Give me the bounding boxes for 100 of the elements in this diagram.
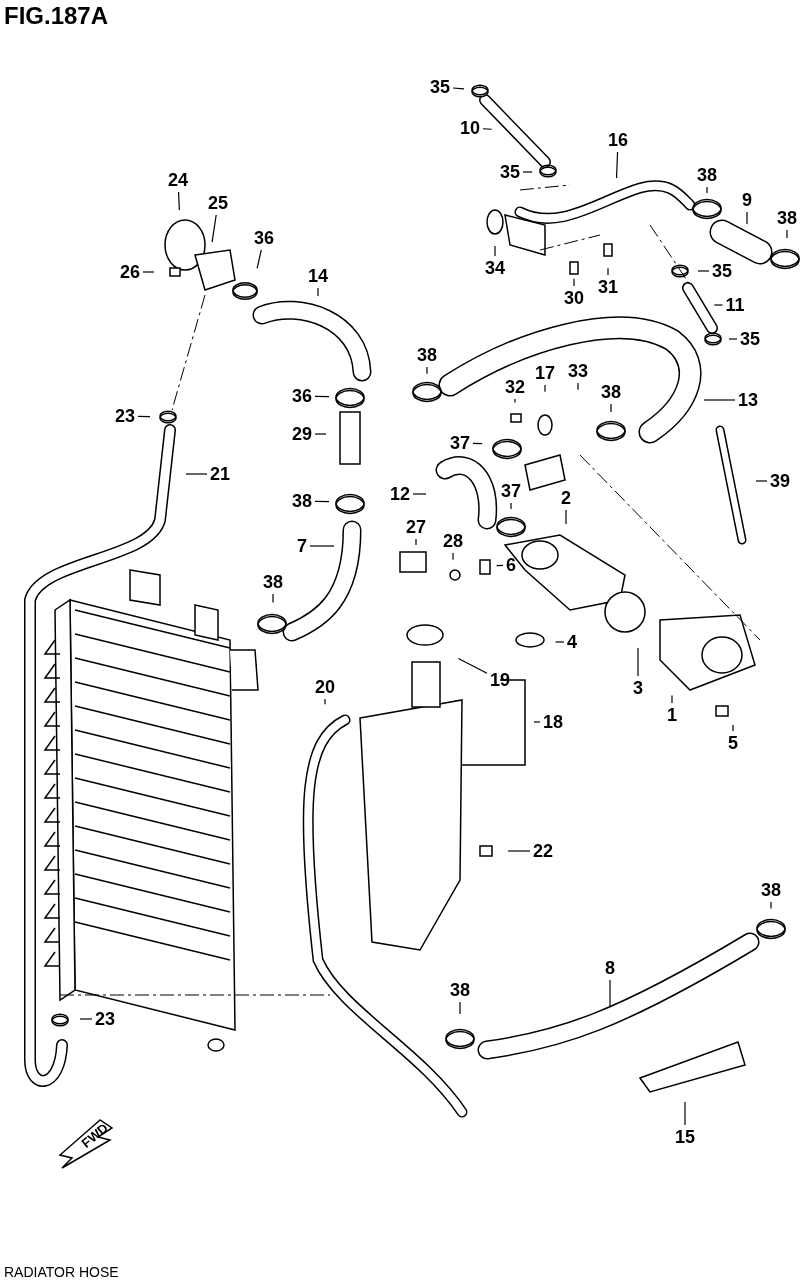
leader-line	[573, 278, 575, 287]
leader-line	[637, 647, 639, 677]
callout-number: 38	[601, 383, 621, 401]
leader-line	[142, 271, 155, 273]
callout-number: 18	[543, 713, 563, 731]
callout-number: 13	[738, 391, 758, 409]
leader-line	[555, 641, 565, 643]
leader-line	[507, 850, 531, 852]
callout-number: 38	[292, 492, 312, 510]
leader-line	[79, 1018, 93, 1020]
leader-line	[713, 304, 724, 306]
callout-number: 8	[605, 959, 615, 977]
leader-line	[565, 509, 567, 525]
leader-line	[317, 287, 319, 297]
leader-line	[577, 382, 579, 391]
leader-line	[786, 229, 788, 239]
leader-line	[482, 128, 493, 130]
leader-line	[137, 415, 151, 418]
leader-line	[494, 245, 496, 257]
leader-line	[256, 249, 262, 269]
leader-line	[615, 151, 619, 179]
leader-line	[514, 398, 516, 404]
leader-line	[728, 338, 738, 340]
leader-line	[457, 657, 488, 674]
callout-number: 33	[568, 362, 588, 380]
callout-number: 12	[390, 485, 410, 503]
leader-line	[770, 901, 772, 909]
callout-number: 28	[443, 532, 463, 550]
callout-number: 1	[667, 706, 677, 724]
callout-number: 35	[740, 330, 760, 348]
figure-caption: RADIATOR HOSE	[4, 1264, 119, 1280]
callout-number: 17	[535, 364, 555, 382]
leader-line	[472, 442, 483, 445]
leader-line	[703, 399, 736, 401]
figure-title: FIG.187A	[4, 2, 109, 30]
leader-line	[272, 593, 274, 603]
leader-line	[185, 473, 208, 475]
leader-line	[496, 564, 504, 567]
leader-line	[324, 698, 326, 705]
callout-number: 7	[297, 537, 307, 555]
callout-number: 15	[675, 1128, 695, 1146]
callout-number: 10	[460, 119, 480, 137]
leader-line	[309, 545, 335, 547]
callout-number: 35	[712, 262, 732, 280]
leader-line	[177, 191, 180, 211]
leader-line	[452, 552, 454, 561]
leader-line	[452, 87, 465, 90]
callout-number: 34	[485, 259, 505, 277]
callout-number: 23	[95, 1010, 115, 1028]
leader-line	[697, 270, 710, 272]
leader-line	[671, 694, 673, 704]
leader-line	[314, 395, 330, 398]
callout-number: 35	[500, 163, 520, 181]
callout-number: 21	[210, 465, 230, 483]
callout-number: 35	[430, 78, 450, 96]
leader-line	[544, 384, 546, 393]
callout-number: 29	[292, 425, 312, 443]
leader-line	[732, 724, 734, 732]
leader-line	[510, 502, 512, 510]
callout-number: 5	[728, 734, 738, 752]
callout-number: 25	[208, 194, 228, 212]
leader-line	[314, 433, 327, 435]
callout-number: 36	[292, 387, 312, 405]
callout-number: 38	[761, 881, 781, 899]
leader-line	[755, 480, 768, 482]
callout-number: 31	[598, 278, 618, 296]
callout-number: 6	[506, 556, 516, 574]
callout-number: 38	[263, 573, 283, 591]
leader-line	[706, 186, 708, 194]
leader-line	[314, 500, 330, 503]
callout-number: 38	[417, 346, 437, 364]
callout-number: 30	[564, 289, 584, 307]
leader-line	[607, 267, 609, 276]
callout-number: 4	[567, 633, 577, 651]
callout-number: 26	[120, 263, 140, 281]
leader-line	[211, 214, 217, 243]
callout-number: 38	[777, 209, 797, 227]
callout-number: 20	[315, 678, 335, 696]
callout-number: 32	[505, 378, 525, 396]
leader-line	[609, 979, 611, 1007]
callout-number: 16	[608, 131, 628, 149]
leader-line	[522, 171, 533, 173]
leader-line	[746, 211, 748, 225]
leader-line	[610, 403, 612, 413]
leader-line	[415, 538, 417, 546]
callout-number: 9	[742, 191, 752, 209]
callout-number: 24	[168, 171, 188, 189]
callout-number: 19	[490, 671, 510, 689]
callout-number: 39	[770, 472, 790, 490]
callout-number: 23	[115, 407, 135, 425]
callout-number: 36	[254, 229, 274, 247]
leader-line	[459, 1001, 461, 1015]
leader-line	[533, 721, 541, 723]
callout-number: 2	[561, 489, 571, 507]
callout-number: 38	[697, 166, 717, 184]
callout-number: 11	[725, 296, 745, 314]
callout-number: 22	[533, 842, 553, 860]
leader-line	[412, 493, 427, 495]
leader-line	[684, 1101, 686, 1126]
callout-number: 37	[501, 482, 521, 500]
